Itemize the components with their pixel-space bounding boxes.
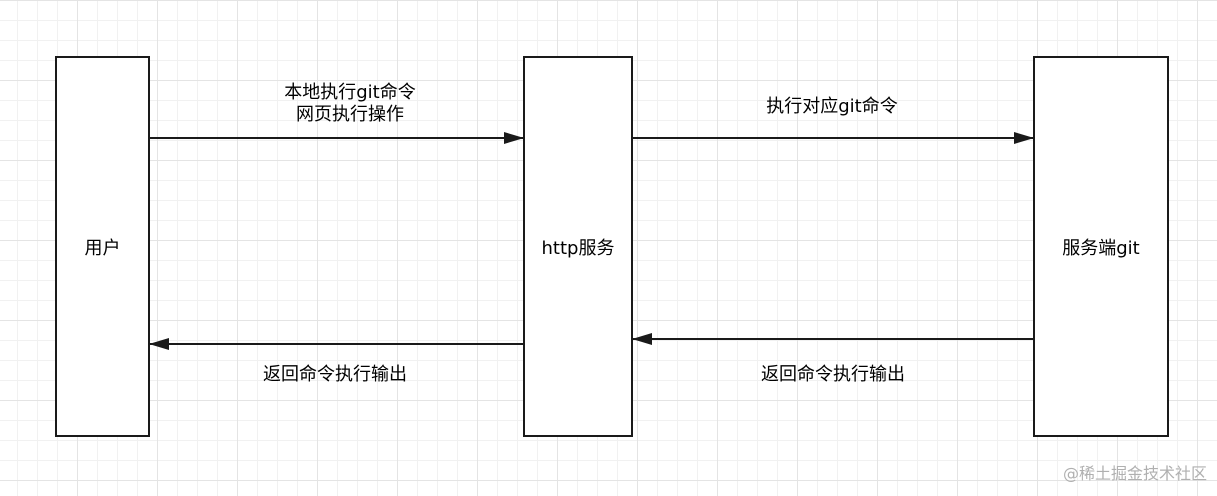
edge-label-line-2: 网页执行操作 xyxy=(296,104,404,125)
node-server-git: 服务端git xyxy=(1033,56,1169,437)
node-http-service: http服务 xyxy=(523,56,633,437)
edge-label-text: 返回命令执行输出 xyxy=(263,364,407,385)
edge-label-text: 执行对应git命令 xyxy=(766,96,898,117)
edge-label-http-to-server: 执行对应git命令 xyxy=(742,96,922,118)
edge-label-line-1: 本地执行git命令 xyxy=(284,82,416,103)
watermark: @稀土掘金技术社区 xyxy=(1062,464,1207,483)
edge-label-text: 返回命令执行输出 xyxy=(761,364,905,385)
node-http-service-label: http服务 xyxy=(541,237,615,259)
edge-label-user-to-http: 本地执行git命令 网页执行操作 xyxy=(262,82,438,126)
node-user: 用户 xyxy=(55,56,150,437)
node-user-label: 用户 xyxy=(84,237,121,259)
edge-label-http-to-user: 返回命令执行输出 xyxy=(240,364,430,386)
node-server-git-label: 服务端git xyxy=(1062,237,1140,259)
edge-label-server-to-http: 返回命令执行输出 xyxy=(738,364,928,386)
